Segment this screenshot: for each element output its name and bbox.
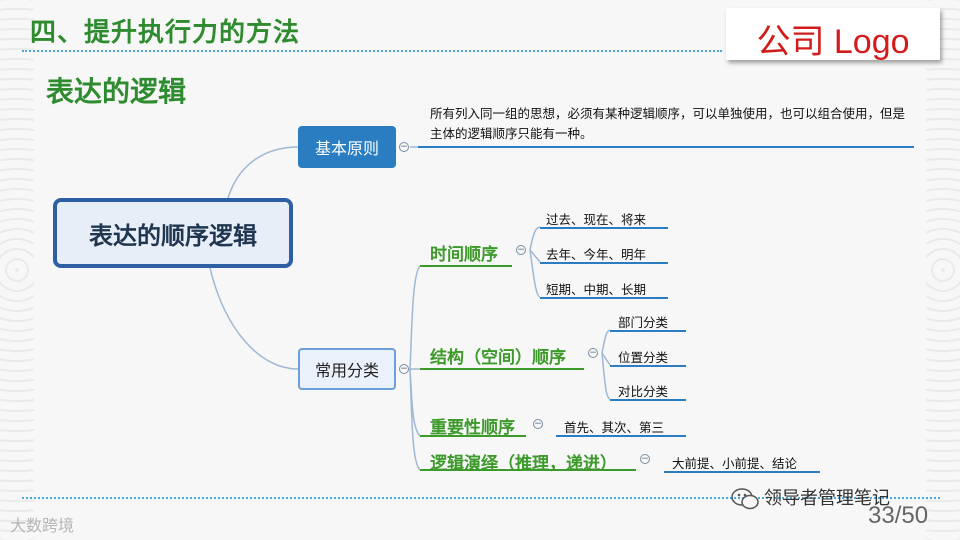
connector-time-leaf-2 [529,249,541,263]
basic-principle-description: 所有列入同一组的思想，必须有某种逻辑顺序，可以单独使用，也可以组合使用，但是主体… [430,106,906,141]
structure-leaf-2: 位置分类 [618,350,669,365]
watermark-text: 大数跨境 [10,516,75,535]
collapse-icon[interactable]: − [533,419,543,429]
company-logo-text: 公司 Logo [756,23,910,61]
connector-root-basic [227,146,299,199]
connector-structure-leaf-3 [601,352,611,400]
root-node[interactable]: 表达的顺序逻辑 [53,198,293,268]
wechat-icon [731,488,759,510]
title-divider [22,50,722,52]
connector-structure-leaf-2 [601,352,611,366]
time-leaf-2: 去年、今年、明年 [546,247,647,262]
connector-root-common [209,267,299,370]
connector-common-time [409,265,421,370]
slide-title: 四、提升执行力的方法 [30,18,301,48]
collapse-icon[interactable]: − [516,245,526,255]
category-logical-deduction[interactable]: 逻辑演绎（推理，递进） [430,454,617,474]
slide-subtitle: 表达的逻辑 [46,75,187,108]
importance-leaf-1: 首先、其次、第三 [564,420,665,435]
time-leaf-3: 短期、中期、长期 [546,282,647,297]
page-number: 33/50 [868,502,929,529]
structure-leaf-3: 对比分类 [618,384,669,399]
wechat-account-name: 领导者管理笔记 [764,488,890,509]
collapse-icon[interactable]: − [399,364,409,374]
category-importance-order[interactable]: 重要性顺序 [430,418,515,438]
category-structure-order[interactable]: 结构（空间）顺序 [430,348,566,368]
time-leaf-1: 过去、现在、将来 [546,212,647,227]
branch-basic-principle[interactable]: 基本原则 [298,126,396,168]
company-logo-box: 公司 Logo [726,8,940,61]
connector-common-deduction [409,368,421,471]
collapse-icon[interactable]: − [399,142,409,152]
right-decorative-pattern [926,0,960,540]
structure-leaf-1: 部门分类 [618,315,669,330]
deduction-leaf-1: 大前提、小前提、结论 [672,456,798,471]
collapse-icon[interactable]: − [640,454,650,464]
footer-divider [22,497,940,499]
branch-common-categories[interactable]: 常用分类 [298,348,396,390]
left-decorative-pattern [0,0,34,540]
collapse-icon[interactable]: − [588,348,598,358]
connector-structure-leaf-1 [601,329,611,354]
category-time-order[interactable]: 时间顺序 [430,245,498,265]
connector-time-leaf-1 [529,226,541,251]
connector-time-leaf-3 [529,249,541,298]
